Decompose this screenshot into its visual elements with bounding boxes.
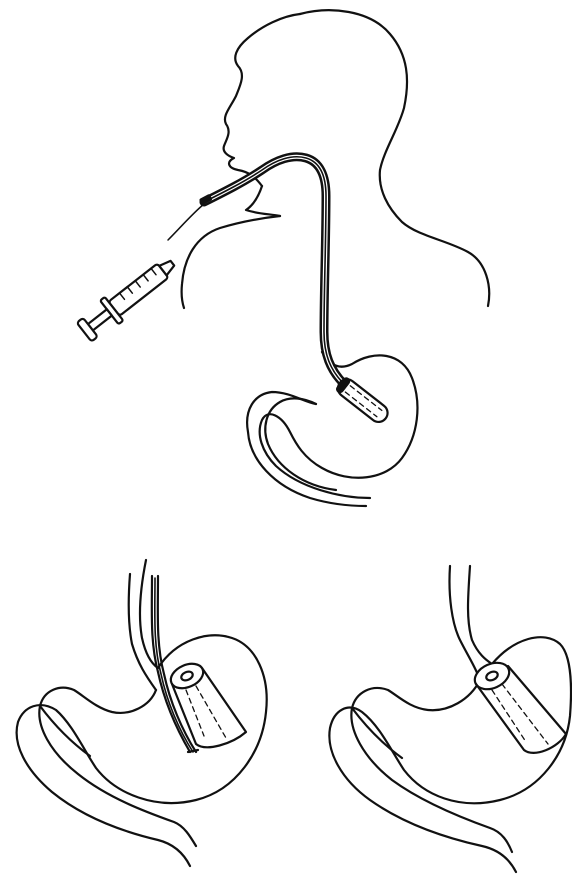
capsule-release <box>167 659 246 747</box>
release-panel <box>17 560 267 866</box>
left-shoulder <box>182 216 280 308</box>
stomach-right-duodenum <box>352 708 402 758</box>
syringe-barrel <box>109 263 169 315</box>
stomach-top-inner <box>265 398 336 490</box>
insertion-panel <box>75 10 489 506</box>
esophagus-right-wall-b <box>449 566 480 680</box>
capsule-retained-top <box>471 658 514 695</box>
capsule-retained <box>471 658 566 753</box>
stomach-left-duodenum <box>40 706 90 756</box>
retained-panel <box>329 566 571 872</box>
connector-line <box>168 204 204 240</box>
syringe <box>75 251 182 344</box>
esophagus-right-wall-a <box>468 566 492 664</box>
capsule-top <box>334 376 391 426</box>
stomach-right-inner <box>351 680 512 852</box>
neck-front <box>246 186 280 216</box>
